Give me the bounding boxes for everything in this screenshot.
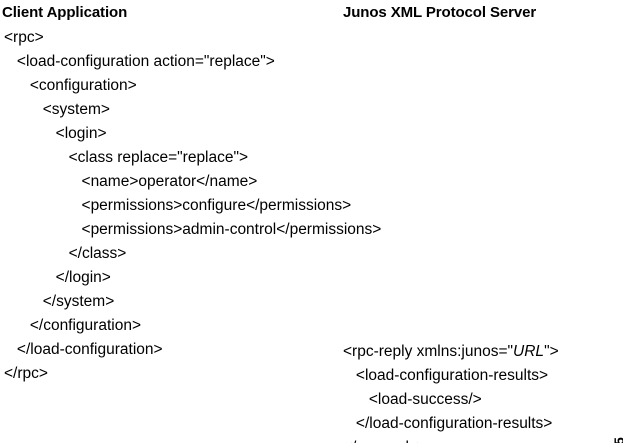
junos-xml-protocol-server-header: Junos XML Protocol Server <box>343 4 537 21</box>
client-application-header: Client Application <box>2 4 128 21</box>
client-xml-line: <rpc> <box>4 29 44 46</box>
client-xml-line: <login> <box>4 125 107 142</box>
client-xml-line: <configuration> <box>4 77 137 94</box>
client-xml-line: </login> <box>4 269 111 286</box>
client-xml-line: </load-configuration> <box>4 341 163 358</box>
figure-id-label: T11135 <box>611 437 623 443</box>
client-xml-line: </class> <box>4 245 127 262</box>
server-xml-line-text: </rpc-reply> <box>343 439 426 443</box>
server-xml-url-placeholder: URL <box>513 343 545 360</box>
client-xml-line: <class replace="replace"> <box>4 149 249 166</box>
client-xml-line: </configuration> <box>4 317 142 334</box>
client-xml-line: <permissions>configure</permissions> <box>4 197 352 214</box>
server-xml-line-text: <load-success/> <box>343 391 482 408</box>
client-xml-line: </rpc> <box>4 365 48 382</box>
client-request-xml-block: <rpc> <load-configuration action="replac… <box>4 26 381 386</box>
server-xml-line: </load-configuration-results> <box>343 412 559 436</box>
server-xml-line: <load-success/> <box>343 388 559 412</box>
server-xml-line-text: <load-configuration-results> <box>343 367 549 384</box>
server-xml-line-tail: "> <box>544 343 559 360</box>
server-xml-line: <load-configuration-results> <box>343 364 559 388</box>
server-xml-line: </rpc-reply> <box>343 436 559 443</box>
server-xml-line-text: <rpc-reply xmlns:junos=" <box>343 343 514 360</box>
server-xml-line-text: </load-configuration-results> <box>343 415 553 432</box>
client-xml-line: <system> <box>4 101 110 118</box>
client-xml-line: <load-configuration action="replace"> <box>4 53 275 70</box>
server-xml-line: <rpc-reply xmlns:junos="URL"> <box>343 340 559 364</box>
server-response-xml-block: <rpc-reply xmlns:junos="URL"> <load-conf… <box>343 340 559 443</box>
client-xml-line: </system> <box>4 293 115 310</box>
client-xml-line: <name>operator</name> <box>4 173 258 190</box>
client-xml-line: <permissions>admin-control</permissions> <box>4 221 382 238</box>
